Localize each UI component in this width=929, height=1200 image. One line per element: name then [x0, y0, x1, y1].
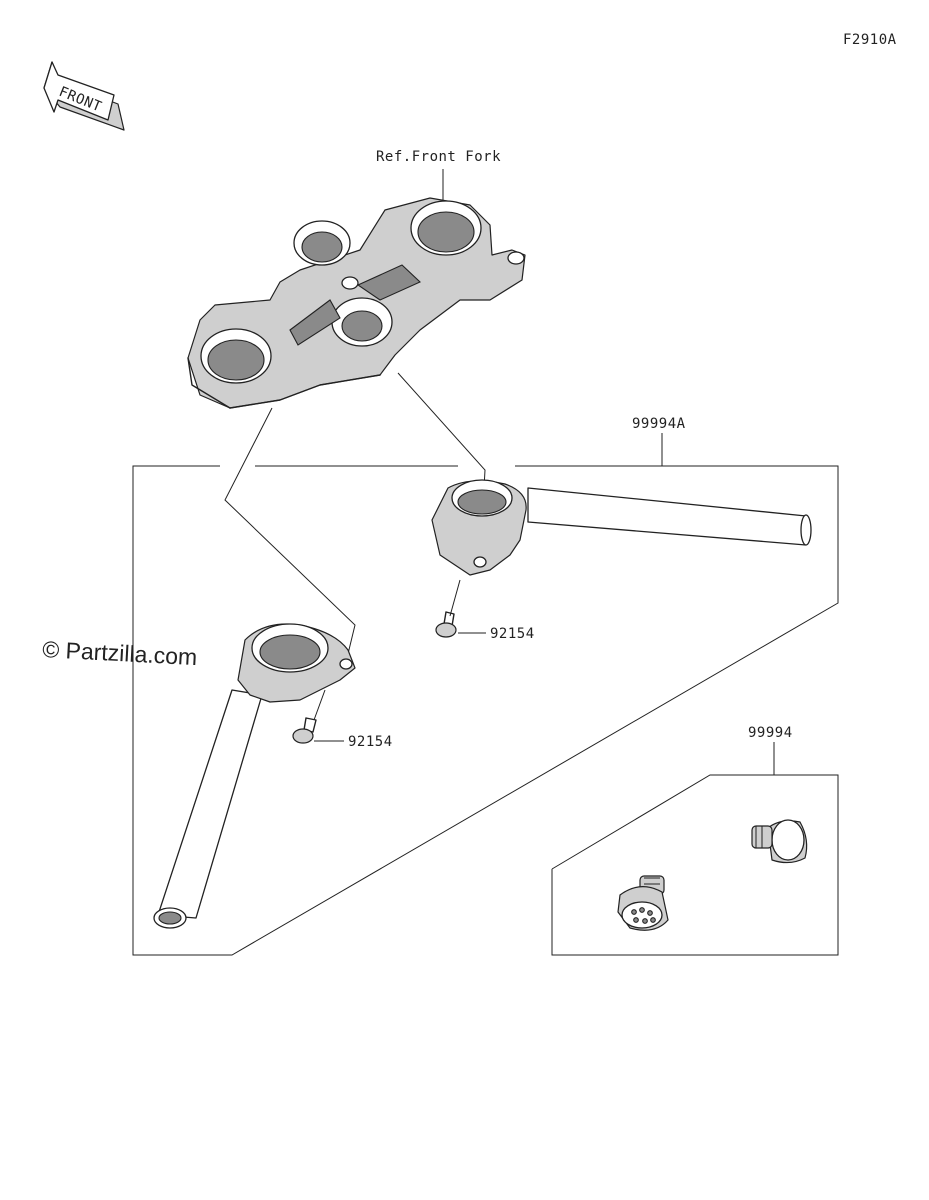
bar-end-weight-upper [751, 819, 808, 864]
handlebar-set-frame [132, 465, 839, 956]
bar-end-weight-lower [617, 875, 669, 931]
watermark: © Partzilla.com [42, 636, 198, 670]
figure-code: F2910A [843, 32, 897, 48]
left-handlebar-leader [224, 407, 356, 659]
bolt-left [292, 689, 326, 744]
right-handlebar [431, 479, 812, 576]
bar-end-frame [551, 774, 839, 956]
front-arrow-icon: FRONT [43, 61, 125, 131]
callout-handlebar-set: 99994A [632, 416, 686, 432]
callout-bolt-left: 92154 [348, 734, 393, 750]
left-handlebar [153, 623, 356, 929]
reference-label: Ref.Front Fork [376, 149, 501, 165]
bolt-right [435, 579, 461, 638]
upper-triple-clamp [187, 197, 526, 409]
callout-bar-end-set: 99994 [748, 725, 793, 741]
callout-bolt-right: 92154 [490, 626, 535, 642]
